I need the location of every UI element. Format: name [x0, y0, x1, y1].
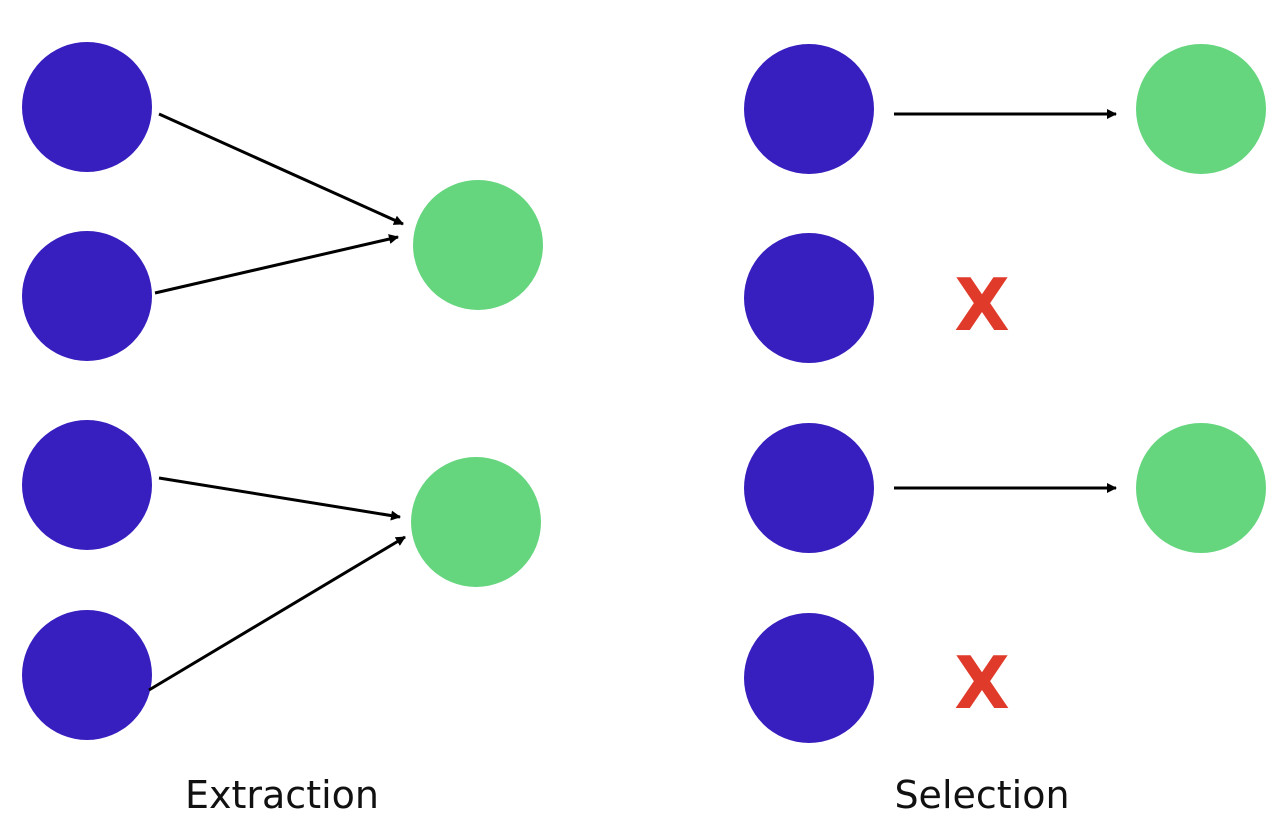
extraction-arrow-3 — [158, 476, 401, 521]
selection-discard-mark-1: X — [954, 263, 1010, 347]
extraction-label: Extraction — [185, 773, 379, 817]
extraction-arrow-4 — [148, 535, 406, 692]
selection-discard-mark-2: X — [954, 641, 1010, 725]
extraction-input-node-3 — [22, 420, 152, 550]
extraction-input-node-4 — [22, 610, 152, 740]
selection-output-node-1 — [1136, 44, 1266, 174]
selection-input-node-4 — [744, 613, 874, 743]
selection-label: Selection — [894, 773, 1069, 817]
extraction-arrow-2 — [154, 234, 399, 295]
selection-output-node-2 — [1136, 423, 1266, 553]
selection-input-node-1 — [744, 44, 874, 174]
extraction-arrow-1 — [158, 112, 404, 226]
selection-input-node-3 — [744, 423, 874, 553]
extraction-input-node-2 — [22, 231, 152, 361]
selection-input-node-2 — [744, 233, 874, 363]
extraction-output-node-2 — [411, 457, 541, 587]
extraction-panel: Extraction — [22, 42, 543, 817]
selection-panel: X X Selection — [744, 44, 1266, 817]
extraction-output-node-1 — [413, 180, 543, 310]
extraction-input-node-1 — [22, 42, 152, 172]
